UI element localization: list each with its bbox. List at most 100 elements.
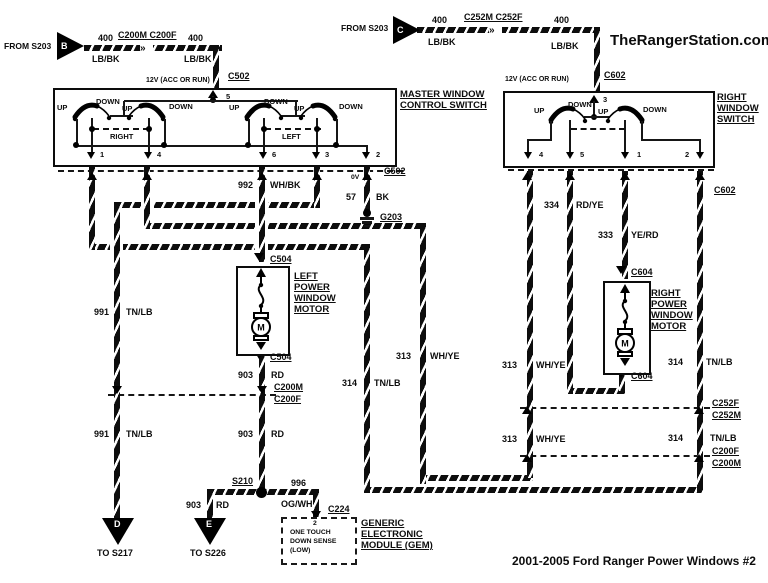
- connector-label-c504-bottom: C504: [270, 352, 292, 362]
- ground-dot: [363, 209, 371, 217]
- junction-dot: [314, 126, 320, 132]
- diagram-title: 2001-2005 Ford Ranger Power Windows #2: [512, 554, 756, 568]
- left-motor-label-line4: MOTOR: [294, 304, 330, 315]
- pin-arrow: [144, 152, 152, 159]
- wire-e-branch-vertical: [207, 489, 213, 520]
- wire-314-right-color: TN/LB: [706, 357, 733, 367]
- master-pin1-label: 1: [100, 150, 105, 159]
- right-switch-pin1-label: 1: [637, 150, 642, 159]
- gem-name-line2: ELECTRONIC: [361, 529, 423, 540]
- connector-label-c252m: C252M: [712, 410, 742, 420]
- svg-text:M: M: [621, 339, 629, 349]
- contact-drop: [336, 119, 338, 147]
- pivot-line: [624, 120, 626, 152]
- gem-text-line1: ONE TOUCH: [290, 529, 331, 536]
- destination-s226: TO S226: [190, 548, 226, 558]
- wire-334-motor-stub: [619, 371, 625, 391]
- wire-313-left-color: WH/YE: [430, 351, 460, 361]
- connector-arrow: [522, 454, 532, 462]
- wire-master-pin3-vertical: [314, 165, 320, 208]
- up-label: UP: [57, 103, 68, 112]
- up-label: UP: [229, 103, 240, 112]
- wire-314-mid-vertical: [364, 244, 370, 493]
- inline-connector-gap: [489, 25, 502, 35]
- wire-gauge: 400: [98, 33, 114, 43]
- motor-symbol: M: [251, 268, 271, 350]
- contact-link: [584, 116, 610, 118]
- right-switch-title-line2: WINDOW: [717, 103, 759, 114]
- wire-313-mid-color: WH/YE: [536, 360, 566, 370]
- wire-feed-c-vertical: [594, 27, 600, 93]
- connector-arrow: [694, 406, 704, 414]
- connector-arrow: [312, 172, 322, 180]
- pivot-line: [569, 120, 571, 152]
- pin-arrow: [566, 152, 574, 159]
- bus-line: [124, 100, 298, 102]
- rocker-switch: [126, 102, 166, 122]
- bus-tap: [295, 101, 297, 116]
- contact-link: [280, 115, 305, 117]
- feed-left-from-label: FROM S203: [4, 41, 52, 51]
- splice-label-s210: S210: [232, 476, 254, 486]
- rocker-switch: [72, 102, 112, 122]
- pin-arrow: [696, 152, 704, 159]
- connector-arrow: [87, 172, 97, 180]
- svg-text:M: M: [257, 323, 265, 333]
- ground-bus: [76, 145, 368, 147]
- contact-drop: [550, 121, 552, 141]
- connector-label-c200f-right: C200F: [712, 446, 740, 456]
- motor-symbol: M: [615, 284, 635, 366]
- connector-label-c602-side: C602: [714, 185, 736, 195]
- gem-text-line2: DOWN SENSE: [290, 538, 337, 545]
- wire-313-right-vertical: [527, 171, 533, 478]
- voltage-label: 12V (ACC OR RUN): [146, 77, 210, 84]
- junction-dot: [245, 142, 251, 148]
- wire-gauge: 400: [432, 15, 448, 25]
- wire-334-color: RD/YE: [576, 200, 604, 210]
- down-label: DOWN: [568, 100, 592, 109]
- pin2-tap: [366, 145, 368, 153]
- junction-dot: [73, 142, 79, 148]
- connector-label-c504-top: C504: [270, 254, 292, 264]
- splice-dot-s210: [256, 487, 267, 498]
- pin-arrow: [87, 152, 95, 159]
- wire-314-left-color: TN/LB: [374, 378, 401, 388]
- zero-volt-label: 0V: [351, 174, 360, 181]
- wire-313-lower-color: WH/YE: [536, 434, 566, 444]
- connector-label-c604-top: C604: [631, 267, 653, 277]
- gem-module-box: [281, 517, 357, 565]
- down-label: DOWN: [264, 97, 288, 106]
- wire-334-vertical: [567, 171, 573, 394]
- feed-right-from-label: FROM S203: [341, 23, 389, 33]
- down-label: DOWN: [643, 105, 667, 114]
- wire-992-color: WH/BK: [270, 180, 301, 190]
- connector-label-c200m-right: C200M: [712, 458, 742, 468]
- rocker-switch: [605, 105, 645, 125]
- wire-903-upper-color: RD: [271, 370, 284, 380]
- contact-drop: [527, 139, 529, 152]
- right-motor-label-line3: WINDOW: [651, 310, 693, 321]
- connector-line-c200-right: [520, 455, 710, 457]
- wire-color: LB/BK: [428, 37, 456, 47]
- ground-bar-icon: [360, 217, 374, 220]
- wire-color: LB/BK: [551, 41, 579, 51]
- wire-gauge: 400: [554, 15, 570, 25]
- wire-992-vertical: [259, 165, 265, 262]
- contact-route: [641, 139, 701, 141]
- down-label: DOWN: [96, 97, 120, 106]
- pin-arrow: [259, 152, 267, 159]
- contact-drop: [164, 119, 166, 147]
- left-motor-label-line1: LEFT: [294, 271, 318, 282]
- master-window-control-switch-box: [53, 88, 397, 167]
- connector-arrow: [522, 172, 532, 180]
- left-motor-label-line3: WINDOW: [294, 293, 336, 304]
- junction-dot: [89, 126, 95, 132]
- master-switch-title-line1: MASTER WINDOW: [400, 89, 485, 100]
- connector-pair-c200: C200M C200F: [118, 30, 177, 40]
- contact-route: [527, 139, 552, 141]
- master-pin6-label: 6: [272, 150, 277, 159]
- wire-313-mid-num: 313: [502, 360, 518, 370]
- right-motor-label-line4: MOTOR: [651, 321, 687, 332]
- wire-996-color: OG/WH: [281, 499, 313, 509]
